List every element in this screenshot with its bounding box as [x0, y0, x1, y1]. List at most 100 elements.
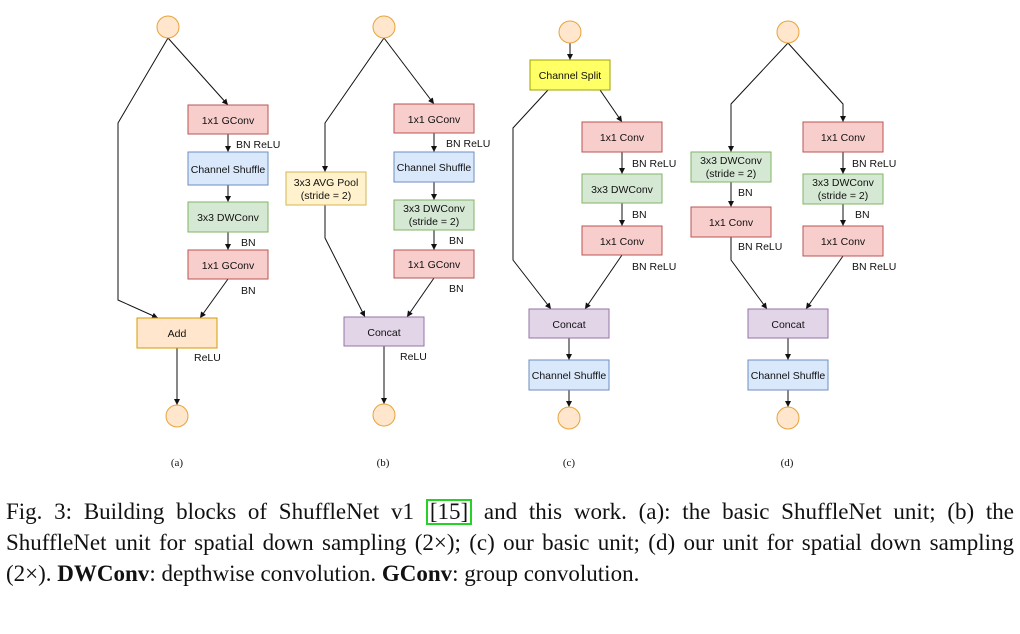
right-dwconv-label: 3x3 DWConv	[812, 177, 875, 189]
left-dwconv-stride-label: (stride = 2)	[706, 168, 756, 180]
caption-definition-gconv: : group convolution.	[452, 561, 640, 586]
edge	[805, 255, 844, 310]
bn-label: BN	[449, 283, 464, 295]
bn-label: BN	[738, 187, 753, 199]
shufflenet-building-blocks-diagram: 1x1 GConv BN ReLU Channel Shuffle 3x3 DW…	[117, 15, 896, 469]
avg-pool-label: 3x3 AVG Pool	[294, 177, 359, 189]
figure-caption: Fig. 3: Building blocks of ShuffleNet v1…	[6, 496, 1014, 589]
panel-d-edges	[728, 42, 846, 407]
edge	[728, 42, 789, 152]
panel-b-edges	[322, 37, 437, 404]
panel-c-edges	[512, 43, 625, 407]
add-block	[136, 317, 218, 349]
channel-shuffle-block	[528, 359, 610, 391]
caption-term-gconv: GConv	[381, 561, 453, 586]
relu-label: ReLU	[400, 351, 427, 363]
channel-split-label: Channel Split	[539, 70, 602, 82]
panel-a-sublabel: (a)	[171, 457, 184, 469]
gconv-1-block	[393, 103, 475, 134]
panel-a-edges	[117, 37, 231, 405]
channel-shuffle-label: Channel Shuffle	[532, 370, 607, 382]
dwconv-label: 3x3 DWConv	[591, 184, 654, 196]
right-conv-2-block	[802, 225, 884, 257]
dwconv-block	[187, 201, 269, 233]
panel-c: Channel Split 1x1 Conv BN ReLU 3x3 DWCon…	[512, 20, 676, 469]
channel-shuffle-block	[747, 359, 829, 391]
edge	[787, 42, 846, 122]
dwconv-stride-label: (stride = 2)	[409, 216, 459, 228]
bn-relu-label: BN ReLU	[632, 261, 676, 273]
reference-link[interactable]: [15]	[425, 499, 473, 525]
bn-relu-label: BN ReLU	[236, 139, 280, 151]
gconv-2-block	[393, 249, 475, 279]
bn-relu-label: BN ReLU	[446, 138, 490, 150]
bn-relu-label: BN ReLU	[852, 261, 896, 273]
edge	[199, 278, 229, 319]
panel-d-sublabel: (d)	[781, 457, 794, 469]
conv-2-block	[581, 225, 663, 256]
right-dwconv-stride-label: (stride = 2)	[818, 190, 868, 202]
dwconv-label: 3x3 DWConv	[197, 212, 260, 224]
right-conv-2-label: 1x1 Conv	[821, 236, 866, 248]
channel-split-block	[529, 59, 611, 91]
avg-pool-block	[285, 171, 367, 206]
output-node	[372, 403, 396, 427]
left-dwconv-block	[690, 151, 772, 183]
edge	[167, 37, 229, 106]
gconv-2-block	[187, 249, 269, 280]
caption-term-dwconv: DWConv	[57, 561, 150, 586]
channel-shuffle-block	[393, 151, 475, 183]
dwconv-block	[393, 199, 475, 231]
edge	[117, 37, 169, 319]
left-dwconv-label: 3x3 DWConv	[700, 155, 763, 167]
channel-shuffle-label: Channel Shuffle	[397, 162, 472, 174]
concat-block	[343, 316, 425, 347]
right-dwconv-block	[802, 173, 884, 205]
relu-label: ReLU	[194, 352, 221, 364]
input-node	[372, 15, 396, 39]
edge	[406, 277, 435, 318]
conv-1-label: 1x1 Conv	[600, 132, 645, 144]
concat-label: Concat	[367, 327, 400, 339]
panel-c-sublabel: (c)	[563, 457, 576, 469]
edge	[599, 89, 623, 123]
conv-2-label: 1x1 Conv	[600, 236, 645, 248]
input-node	[558, 20, 582, 44]
edge	[512, 89, 552, 310]
concat-block	[528, 308, 610, 339]
right-conv-1-block	[802, 121, 884, 153]
panel-b-sublabel: (b)	[377, 457, 390, 469]
concat-label: Concat	[771, 319, 804, 331]
channel-shuffle-label: Channel Shuffle	[751, 370, 826, 382]
input-node	[156, 15, 180, 39]
output-node	[776, 406, 800, 430]
bn-label: BN	[241, 285, 256, 297]
gconv-1-label: 1x1 GConv	[408, 114, 461, 126]
caption-prefix: Fig. 3: Building blocks of ShuffleNet v1	[6, 499, 415, 524]
output-node	[557, 406, 581, 430]
edge	[322, 37, 385, 172]
dwconv-label: 3x3 DWConv	[403, 203, 466, 215]
right-conv-1-label: 1x1 Conv	[821, 132, 866, 144]
conv-1-block	[581, 121, 663, 153]
gconv-2-label: 1x1 GConv	[408, 259, 461, 271]
bn-label: BN	[241, 237, 256, 249]
left-conv-block	[690, 206, 772, 238]
output-node	[165, 404, 189, 428]
concat-block	[747, 308, 829, 339]
channel-shuffle-label: Channel Shuffle	[191, 164, 266, 176]
edge	[383, 37, 435, 105]
bn-relu-label: BN ReLU	[632, 158, 676, 170]
gconv-1-block	[187, 104, 269, 135]
panel-d: 3x3 DWConv (stride = 2) BN 1x1 Conv BN R…	[690, 20, 896, 469]
add-label: Add	[168, 328, 187, 340]
bn-label: BN	[855, 209, 870, 221]
gconv-2-label: 1x1 GConv	[202, 260, 255, 272]
bn-relu-label: BN ReLU	[738, 241, 782, 253]
bn-relu-label: BN ReLU	[852, 158, 896, 170]
edge	[730, 237, 768, 310]
gconv-1-label: 1x1 GConv	[202, 115, 255, 127]
panel-a: 1x1 GConv BN ReLU Channel Shuffle 3x3 DW…	[117, 15, 280, 469]
bn-label: BN	[632, 209, 647, 221]
concat-label: Concat	[552, 319, 585, 331]
